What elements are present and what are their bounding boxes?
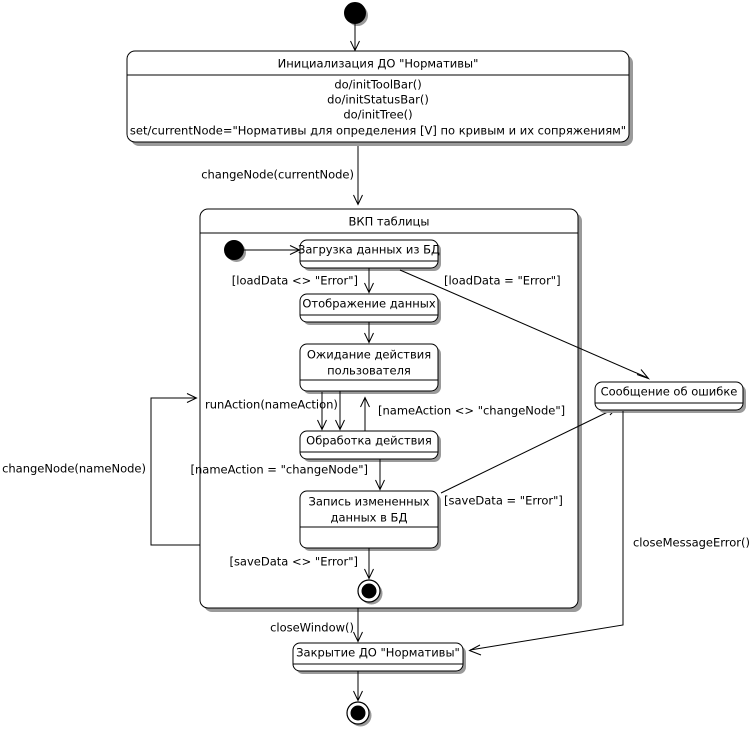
- final-state-outer: [346, 701, 372, 727]
- state-process-action[interactable]: Обработка действия: [299, 430, 441, 462]
- initial-state-top-marker: [344, 2, 366, 24]
- edge-label-close-message-error: closeMessageError(): [633, 536, 750, 550]
- edge-wait-to-process: [335, 391, 345, 431]
- edge-process-to-wait: [nameAction <> "changeNode"]: [360, 396, 565, 431]
- composite-state-title: ВКП таблицы: [349, 215, 430, 229]
- state-init-title: Инициализация ДО "Нормативы": [278, 57, 479, 71]
- state-close-window[interactable]: Закрытие ДО "Нормативы": [292, 642, 466, 674]
- edge-show-to-wait: [364, 322, 374, 344]
- final-state-inner-core: [361, 583, 377, 599]
- edge-load-to-error: [loadData = "Error"]: [399, 269, 651, 380]
- final-state-outer-core: [350, 705, 366, 721]
- edge-start-to-init: [350, 23, 360, 52]
- edge-label-name-action-ne: [nameAction <> "changeNode"]: [378, 404, 565, 418]
- edge-save-to-final: [saveData <> "Error"]: [229, 548, 374, 580]
- edge-load-to-show: [loadData <> "Error"]: [232, 268, 374, 294]
- state-wait-action-title-line2: пользователя: [327, 364, 411, 378]
- state-load-data-title: Загрузка данных из БД: [298, 243, 440, 257]
- state-show-data-title: Отображение данных: [302, 297, 436, 311]
- initial-state-inner-marker: [224, 240, 244, 260]
- composite-state-box: [199, 208, 579, 609]
- edge-label-change-current-node: changeNode(currentNode): [201, 168, 354, 182]
- state-error-message-title: Сообщение об ошибке: [601, 385, 738, 399]
- edge-label-name-action-eq: [nameAction = "changeNode"]: [191, 463, 368, 477]
- edge-close-to-final: [353, 671, 363, 702]
- state-init-do-inittree: do/initTree(): [343, 108, 412, 122]
- edge-init-to-composite: changeNode(currentNode): [201, 146, 363, 206]
- edge-composite-to-close: closeWindow(): [270, 608, 363, 643]
- initial-state-inner: [224, 240, 246, 262]
- state-process-action-title: Обработка действия: [306, 434, 432, 448]
- state-save-data-title-line2: данных в БД: [331, 511, 408, 525]
- edge-label-save-error: [saveData = "Error"]: [444, 494, 563, 508]
- state-init-do-initstatusbar: do/initStatusBar(): [327, 93, 429, 107]
- state-wait-action-title-line1: Ожидание действия: [307, 348, 431, 362]
- edge-composite-self-loop-change-node: changeNode(nameNode): [2, 393, 200, 546]
- state-init-set-currentnode: set/currentNode="Нормативы для определен…: [130, 124, 626, 138]
- edge-label-close-window: closeWindow(): [270, 621, 354, 635]
- state-wait-action-box: [299, 343, 439, 392]
- edge-label-save-ok: [saveData <> "Error"]: [229, 555, 358, 569]
- state-close-window-title: Закрытие ДО "Нормативы": [296, 646, 460, 660]
- initial-state-top: [344, 2, 368, 26]
- state-show-data[interactable]: Отображение данных: [299, 293, 441, 325]
- edge-label-run-action: runAction(nameAction): [205, 398, 338, 412]
- state-init-box: [126, 50, 630, 143]
- state-save-data-title-line1: Запись измененных: [308, 495, 429, 509]
- state-error-message[interactable]: Сообщение об ошибке: [594, 381, 746, 413]
- state-init[interactable]: Инициализация ДО "Нормативы" do/initTool…: [126, 50, 633, 146]
- edge-label-load-ok: [loadData <> "Error"]: [232, 274, 358, 288]
- state-load-data[interactable]: Загрузка данных из БД: [298, 239, 441, 271]
- state-init-do-inittoolbar: do/initToolBar(): [334, 78, 421, 92]
- edge-error-to-close: closeMessageError(): [468, 411, 750, 656]
- edge-process-to-save: [nameAction = "changeNode"]: [191, 459, 385, 491]
- state-wait-action[interactable]: Ожидание действия пользователя: [299, 343, 441, 394]
- edge-label-change-node: changeNode(nameNode): [2, 462, 146, 476]
- edge-label-load-error: [loadData = "Error"]: [444, 274, 561, 288]
- state-save-data[interactable]: Запись измененных данных в БД: [299, 490, 441, 551]
- edge-run-action: runAction(nameAction): [205, 392, 338, 431]
- composite-state-table[interactable]: ВКП таблицы: [199, 208, 582, 612]
- final-state-inner: [357, 579, 383, 605]
